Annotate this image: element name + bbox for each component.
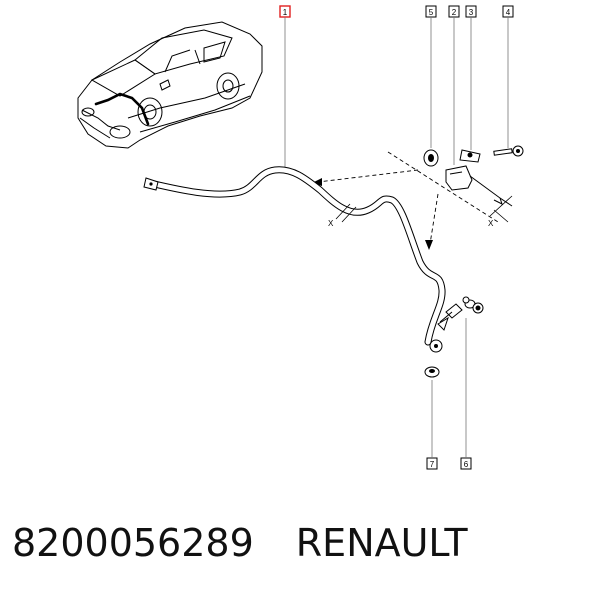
callout-2: 2	[448, 5, 460, 18]
callout-7: 7	[426, 457, 438, 470]
callout-5: 5	[425, 5, 437, 18]
x-marker-right: X	[488, 195, 513, 228]
bushing-part-5	[423, 149, 439, 167]
svg-text:X: X	[488, 219, 494, 228]
brand-name: RENAULT	[295, 521, 468, 565]
svg-text:3: 3	[469, 8, 474, 17]
svg-text:2: 2	[452, 8, 457, 17]
car-stabilizer-highlight	[94, 92, 150, 126]
x-marker-left: X	[328, 203, 357, 228]
bracket-part-3	[459, 149, 481, 163]
arrow-head-left	[312, 178, 322, 186]
bolt-part-4	[493, 145, 524, 157]
svg-text:6: 6	[464, 460, 469, 469]
callout-1: 1	[279, 5, 291, 18]
link-part-6	[437, 296, 484, 331]
svg-text:X: X	[328, 219, 334, 228]
svg-text:1: 1	[283, 8, 288, 17]
callout-4: 4	[502, 5, 514, 18]
nut-part-7	[424, 366, 440, 378]
leader-lines	[284, 17, 509, 458]
svg-text:7: 7	[430, 460, 435, 469]
dashed-arrows	[317, 151, 499, 245]
arrow-head-down	[425, 240, 433, 250]
clamp-part-2	[445, 165, 513, 207]
callout-6: 6	[460, 457, 472, 470]
parts-diagram: 1 5 2 3 4 7 6	[77, 5, 524, 470]
part-caption: 8200056289 RENAULT	[12, 515, 468, 571]
svg-text:5: 5	[429, 8, 434, 17]
stabilizer-bar	[143, 166, 446, 353]
callout-3: 3	[465, 5, 477, 18]
part-number: 8200056289	[12, 521, 254, 565]
svg-text:4: 4	[506, 8, 511, 17]
car-illustration	[77, 21, 263, 149]
